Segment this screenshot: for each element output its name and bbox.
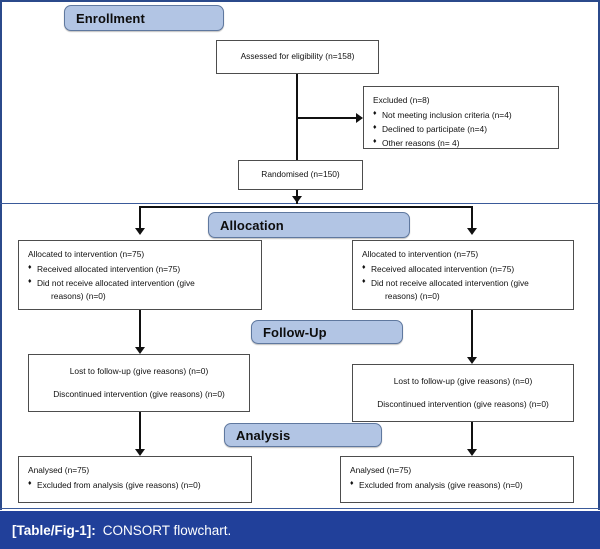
list-item: Not meeting inclusion criteria (n=4) bbox=[373, 109, 549, 122]
box-analysis-left: Analysed (n=75) Excluded from analysis (… bbox=[18, 456, 252, 503]
arrowhead-followup-left bbox=[135, 347, 145, 354]
list-item: Other reasons (n= 4) bbox=[373, 137, 549, 150]
allocation-left-item-2-continuation: reasons) (n=0) bbox=[51, 291, 106, 302]
randomised-text: Randomised (n=150) bbox=[261, 169, 340, 180]
stage-header-analysis: Analysis bbox=[224, 423, 382, 447]
allocation-left-list: Received allocated intervention (n=75) D… bbox=[28, 263, 252, 303]
frame-right-rule bbox=[598, 0, 600, 510]
stage-header-allocation-label: Allocation bbox=[220, 217, 284, 233]
list-item: Declined to participate (n=4) bbox=[373, 123, 549, 136]
connector-followup-right bbox=[471, 310, 473, 362]
stage-header-followup: Follow-Up bbox=[251, 320, 403, 344]
box-assessed-for-eligibility: Assessed for eligibility (n=158) bbox=[216, 40, 379, 74]
analysis-right-list: Excluded from analysis (give reasons) (n… bbox=[350, 479, 564, 492]
analysis-left-item-1: Excluded from analysis (give reasons) (n… bbox=[37, 480, 201, 491]
frame-bottom-rule bbox=[0, 508, 600, 509]
box-followup-right: Lost to follow-up (give reasons) (n=0) D… bbox=[352, 364, 574, 422]
analysis-left-list: Excluded from analysis (give reasons) (n… bbox=[28, 479, 242, 492]
arrowhead-followup-right bbox=[467, 357, 477, 364]
allocation-right-item-2: Did not receive allocated intervention (… bbox=[371, 278, 529, 289]
arrowhead-allocation-right bbox=[467, 228, 477, 235]
followup-right-line1: Lost to follow-up (give reasons) (n=0) bbox=[393, 376, 533, 387]
allocation-right-item-1: Received allocated intervention (n=75) bbox=[371, 264, 515, 275]
allocation-left-header: Allocated to intervention (n=75) bbox=[28, 249, 145, 259]
excluded-header: Excluded (n=8) bbox=[373, 95, 430, 105]
frame-left-rule bbox=[0, 0, 2, 510]
connector-to-excluded bbox=[296, 117, 358, 119]
followup-left-line2: Discontinued intervention (give reasons)… bbox=[53, 388, 225, 399]
list-item: Did not receive allocated intervention (… bbox=[362, 277, 564, 303]
figure-caption-bar: [Table/Fig-1]: CONSORT flowchart. bbox=[0, 511, 600, 549]
box-allocation-right: Allocated to intervention (n=75) Receive… bbox=[352, 240, 574, 310]
excluded-reason-3: Other reasons (n= 4) bbox=[382, 138, 460, 149]
stage-header-enrollment: Enrollment bbox=[64, 5, 224, 31]
box-allocation-left: Allocated to intervention (n=75) Receive… bbox=[18, 240, 262, 310]
connector-analysis-left bbox=[139, 412, 141, 454]
arrowhead-to-excluded bbox=[356, 113, 363, 123]
excluded-reason-2: Declined to participate (n=4) bbox=[382, 124, 487, 135]
analysis-right-header: Analysed (n=75) bbox=[350, 465, 412, 475]
excluded-reason-list: Not meeting inclusion criteria (n=4) Dec… bbox=[373, 109, 549, 150]
list-item: Excluded from analysis (give reasons) (n… bbox=[28, 479, 242, 492]
list-item: Did not receive allocated intervention (… bbox=[28, 277, 252, 303]
excluded-reason-1: Not meeting inclusion criteria (n=4) bbox=[382, 110, 512, 121]
allocation-left-item-1: Received allocated intervention (n=75) bbox=[37, 264, 181, 275]
section-divider-rule bbox=[0, 203, 600, 204]
connector-followup-left bbox=[139, 310, 141, 352]
stage-header-enrollment-label: Enrollment bbox=[76, 10, 145, 26]
arrowhead-analysis-left bbox=[135, 449, 145, 456]
list-item: Received allocated intervention (n=75) bbox=[28, 263, 252, 276]
box-followup-left: Lost to follow-up (give reasons) (n=0) D… bbox=[28, 354, 250, 412]
arrowhead-analysis-right bbox=[467, 449, 477, 456]
followup-right-line2: Discontinued intervention (give reasons)… bbox=[377, 398, 549, 409]
analysis-left-header: Analysed (n=75) bbox=[28, 465, 90, 475]
analysis-right-item-1: Excluded from analysis (give reasons) (n… bbox=[359, 480, 523, 491]
list-item: Excluded from analysis (give reasons) (n… bbox=[350, 479, 564, 492]
list-item: Received allocated intervention (n=75) bbox=[362, 263, 564, 276]
connector-allocation-right-down bbox=[471, 206, 473, 232]
followup-left-line1: Lost to follow-up (give reasons) (n=0) bbox=[69, 366, 209, 377]
figure-caption-text: CONSORT flowchart. bbox=[102, 522, 232, 538]
arrowhead-randomised-down bbox=[292, 196, 302, 203]
allocation-left-item-2: Did not receive allocated intervention (… bbox=[37, 278, 195, 289]
stage-header-followup-label: Follow-Up bbox=[263, 324, 327, 340]
frame-top-rule bbox=[0, 0, 600, 2]
figure-caption-label: [Table/Fig-1]: bbox=[12, 522, 96, 538]
connector-allocation-split-horizontal bbox=[139, 206, 473, 208]
stage-header-allocation: Allocation bbox=[208, 212, 410, 238]
allocation-right-list: Received allocated intervention (n=75) D… bbox=[362, 263, 564, 303]
allocation-right-item-2-continuation: reasons) (n=0) bbox=[385, 291, 440, 302]
allocation-right-header: Allocated to intervention (n=75) bbox=[362, 249, 479, 259]
stage-header-analysis-label: Analysis bbox=[236, 427, 291, 443]
box-randomised: Randomised (n=150) bbox=[238, 160, 363, 190]
connector-analysis-right bbox=[471, 422, 473, 454]
connector-allocation-left-down bbox=[139, 206, 141, 232]
assessed-text: Assessed for eligibility (n=158) bbox=[240, 51, 355, 62]
box-excluded: Excluded (n=8) Not meeting inclusion cri… bbox=[363, 86, 559, 149]
arrowhead-allocation-left bbox=[135, 228, 145, 235]
box-analysis-right: Analysed (n=75) Excluded from analysis (… bbox=[340, 456, 574, 503]
